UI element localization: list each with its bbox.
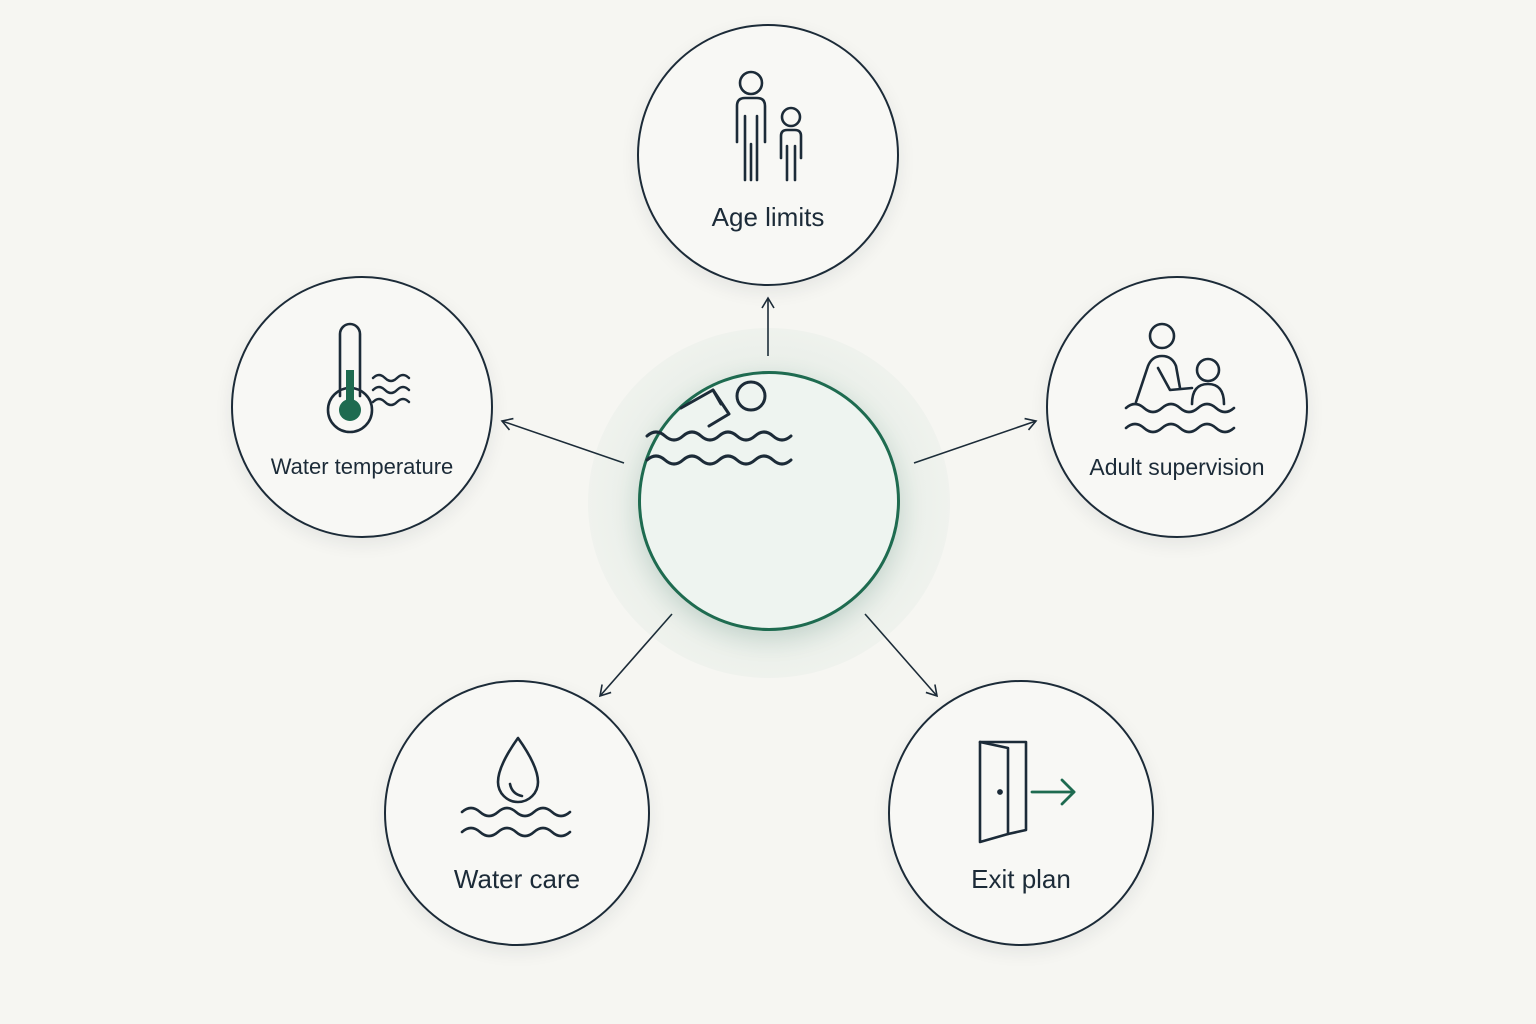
swimmer-icon [645, 380, 793, 466]
connector-to-water-temperature [500, 417, 625, 464]
node-water-care[interactable]: Water care [384, 680, 650, 946]
node-adult-supervision[interactable]: Adult supervision [1046, 276, 1308, 538]
connector-to-water-care [598, 613, 673, 698]
thermometer-icon [326, 322, 411, 434]
water-drop-icon [460, 736, 572, 838]
hub-node[interactable] [638, 371, 900, 631]
connector-to-exit-plan [864, 613, 939, 698]
exit-door-icon [978, 740, 1076, 844]
node-exit-plan[interactable]: Exit plan [888, 680, 1154, 946]
node-label: Age limits [711, 202, 825, 232]
connector-to-adult-supervision [913, 417, 1038, 464]
node-label: Water care [453, 864, 581, 894]
node-water-temperature[interactable]: Water temperature [231, 276, 493, 538]
adult-and-child-icon [735, 70, 803, 182]
node-label: Water temperature [270, 454, 454, 479]
node-age-limits[interactable]: Age limits [637, 24, 899, 286]
adult-supervising-child-icon [1124, 322, 1236, 434]
node-label: Exit plan [971, 864, 1071, 894]
node-label: Adult supervision [1089, 454, 1265, 480]
